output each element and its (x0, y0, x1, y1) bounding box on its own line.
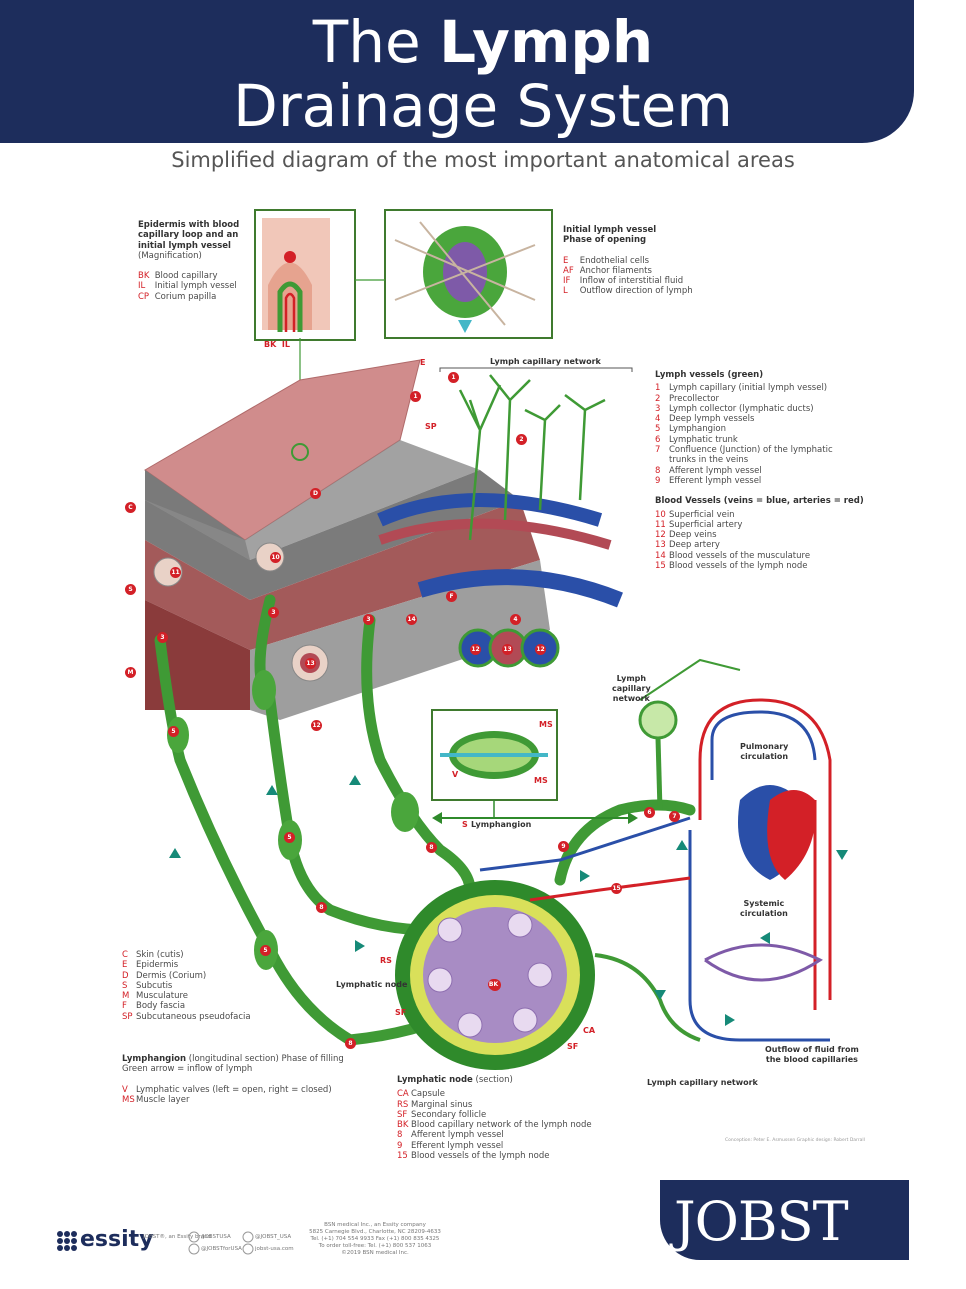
epidermis-surface (144, 359, 421, 541)
badge-7: 7 (669, 811, 680, 822)
badge-f: F (446, 591, 457, 602)
label-capillary-network-bottom: Lymph capillary network (647, 1078, 758, 1087)
badge-d: D (310, 488, 321, 499)
badge-13b: 13 (305, 658, 316, 669)
page-title-line2: Drainage System (233, 72, 733, 140)
legend-item: IL Initial lymph vessel (138, 281, 237, 292)
page-title-line1: The Lymph (312, 8, 654, 76)
badge-6: 6 (644, 807, 655, 818)
badge-8c: 8 (345, 1038, 356, 1049)
label-e: E (420, 358, 426, 367)
label-rs: RS (380, 956, 392, 965)
flow-arrows (169, 775, 848, 1026)
social-website[interactable]: jobst-usa.com (255, 1246, 294, 1252)
badge-11: 11 (170, 567, 181, 578)
label-sf2: SF (567, 1042, 579, 1051)
social-instagram[interactable]: @JOBST_USA (255, 1234, 292, 1240)
badge-13a: 13 (502, 644, 513, 655)
credit-line: Conception: Peter E. Asmussen Graphic de… (725, 1138, 865, 1143)
badge-1: 1 (448, 372, 459, 383)
legend-item: L Outflow direction of lymph (563, 286, 693, 297)
badge-bk: BK (488, 979, 499, 990)
badge-3a: 3 (157, 632, 168, 643)
essity-logo: essity (80, 1227, 154, 1252)
label-bk-il: BK IL (264, 340, 290, 349)
label-capillary-network-side: Lymph capillary network (612, 674, 651, 703)
header-banner (0, 0, 914, 143)
badge-2: 2 (516, 434, 527, 445)
legend-item: AF Anchor filaments (563, 265, 652, 276)
badge-m: M (125, 667, 136, 678)
legend-item: IF Inflow of interstitial fluid (563, 276, 684, 287)
badge-9: 9 (558, 841, 569, 852)
badge-8a: 8 (426, 842, 437, 853)
label-lymphatic-node: Lymphatic node (336, 980, 408, 989)
badge-5a: 5 (168, 726, 179, 737)
label-s: S (462, 820, 468, 829)
badge-s: S (125, 584, 136, 595)
initial-vessel-legend: Initial lymph vessel Phase of opening E … (563, 225, 693, 297)
essity-subline: JOBST®, an Essity brand (143, 1234, 212, 1240)
address-block: BSN medical Inc., an Essity company 5825… (309, 1222, 441, 1256)
label-lymphangion: Lymphangion (471, 820, 532, 829)
label-capillary-network-top: Lymph capillary network (490, 357, 601, 366)
badge-3c: 3 (363, 614, 374, 625)
lymphangion-legend: Lymphangion (longitudinal section) Phase… (122, 1054, 344, 1105)
badge-12a: 12 (470, 644, 481, 655)
badge-12c: 12 (311, 720, 322, 731)
label-ms2: MS (534, 776, 548, 785)
label-v: V (452, 770, 459, 779)
epidermis-legend: Epidermis with blood capillary loop and … (138, 220, 240, 302)
badge-15: 15 (611, 883, 622, 894)
badge-1b: 1 (410, 391, 421, 402)
badge-14: 14 (406, 614, 417, 625)
badge-3b: 3 (268, 607, 279, 618)
legend-item: BK Blood capillary (138, 271, 218, 282)
badge-5c: 5 (260, 945, 271, 956)
label-sp: SP (425, 422, 437, 431)
lymph-capillary-trees (458, 374, 606, 541)
social-twitter[interactable]: @JOBSTforUSA (201, 1246, 242, 1252)
badge-12b: 12 (535, 644, 546, 655)
page-subtitle: Simplified diagram of the most important… (171, 148, 795, 172)
badge-4: 4 (510, 614, 521, 625)
legend-item: CP Corium papilla (138, 291, 217, 302)
lymph-node-small (638, 700, 678, 740)
badge-8b: 8 (316, 902, 327, 913)
circulation-loop (688, 698, 832, 1042)
badge-5b: 5 (284, 832, 295, 843)
legend-item: E Endothelial cells (563, 255, 650, 266)
musculature-block (145, 500, 540, 650)
cp-badge (284, 251, 296, 263)
label-ca: CA (583, 1026, 596, 1035)
label-ms1: MS (539, 720, 553, 729)
badge-10: 10 (270, 552, 281, 563)
jobst-logo: JOBST (660, 1180, 909, 1260)
badge-c: C (125, 502, 136, 513)
social-facebook[interactable]: /JOBSTUSA (201, 1234, 231, 1240)
label-sf1: SF (395, 1008, 407, 1017)
